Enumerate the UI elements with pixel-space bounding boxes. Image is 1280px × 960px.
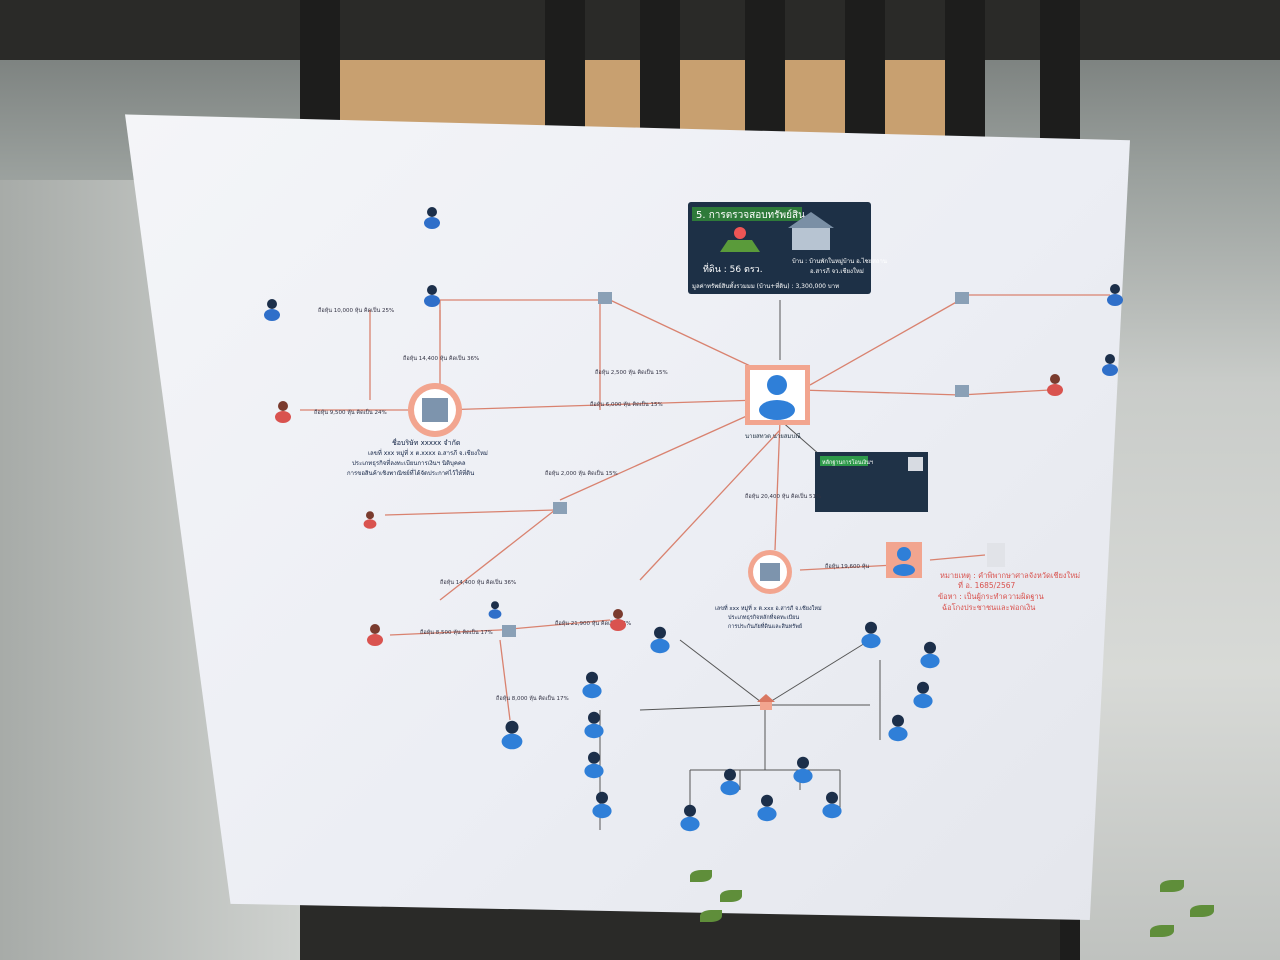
person-node-icon xyxy=(1107,284,1123,306)
land-value: ที่ดิน : 56 ตรว. xyxy=(703,262,763,275)
person-node-icon xyxy=(861,621,881,649)
person-node-icon xyxy=(888,714,908,742)
person-node-icon xyxy=(1047,374,1063,396)
house-line1: บ้าน : บ้านพักในหมู่บ้าน อ.ไชยสถาน xyxy=(792,257,887,265)
center-person-name: นายสทวต นายสมบณี xyxy=(745,432,801,440)
household-roof-icon xyxy=(757,694,775,702)
person-node-icon xyxy=(610,609,626,631)
company-node-icon xyxy=(553,502,567,514)
person-node-icon xyxy=(582,671,602,699)
house-line2: อ.สารภี จว.เชียงใหม่ xyxy=(810,267,864,275)
plant-leaf xyxy=(1190,905,1214,917)
company-main-line2: ประเภทธุรกิจที่ลงทะเบียนการเงินฯ นิติบุค… xyxy=(352,459,466,467)
company-main-line1: เลขที่ xxx หมู่ที่ x ต.xxxx อ.สารภี จ.เช… xyxy=(368,449,488,457)
building-icon xyxy=(760,563,780,581)
person-node-icon xyxy=(275,401,291,423)
connection-lines xyxy=(300,294,1110,721)
person-icon-body xyxy=(893,564,915,576)
company-node-icon xyxy=(955,385,969,397)
company-node-icon xyxy=(502,625,516,637)
company-main-line3: การขอสินค้าเชิงพาณิชย์ที่ได้จัดประกาศไว้… xyxy=(347,469,474,477)
share-label: ถือหุ้น 21,900 หุ้น คิดเป็น 46% xyxy=(555,619,631,627)
plant-leaf xyxy=(700,910,722,922)
person-icon-body xyxy=(759,400,795,420)
house-icon xyxy=(792,225,830,250)
person-node-icon xyxy=(913,681,933,709)
asset-panel-title-bg xyxy=(692,207,802,221)
share-labels: ถือหุ้น 10,000 หุ้น คิดเป็น 25% ถือหุ้น … xyxy=(314,306,869,702)
person-icon xyxy=(897,547,911,561)
person-node-icon xyxy=(680,804,700,832)
household-icon xyxy=(760,700,772,710)
person-node-icon xyxy=(793,756,813,784)
person-node-icon xyxy=(264,299,280,321)
person-node-icon xyxy=(650,626,670,654)
person-node-icon xyxy=(584,711,604,739)
plant-leaf xyxy=(1150,925,1174,937)
investigation-poster xyxy=(125,114,1130,920)
share-label: ถือหุ้น 2,500 หุ้น คิดเป็น 15% xyxy=(595,368,668,376)
company-right-line1: เลขที่ xxx หมู่ที่ x ต.xxx อ.สารภี จ.เชี… xyxy=(715,604,822,612)
location-pin-icon xyxy=(734,227,746,239)
person-node-icon xyxy=(757,794,777,822)
verdict-line4: ฉ้อโกงประชาชนและฟอกเงิน xyxy=(942,603,1035,612)
person-node-icon xyxy=(720,768,740,796)
person-node-icon xyxy=(424,207,440,229)
share-label: ถือหุ้น 20,400 หุ้น คิดเป็น 51% xyxy=(745,492,821,500)
company-node-icon xyxy=(598,292,612,304)
share-label: ถือหุ้น 19,600 หุ้น xyxy=(825,563,869,570)
person-node-icon xyxy=(367,624,383,646)
company-right-line2: ประเภทธุรกิจหลักที่จดทะเบียน xyxy=(728,613,799,621)
person-node-icon xyxy=(920,641,940,669)
share-label: ถือหุ้น 8,500 หุ้น คิดเป็น 17% xyxy=(420,628,493,636)
person-node-icon xyxy=(363,511,377,529)
share-label: ถือหุ้น 14,400 หุ้น คิดเป็น 36% xyxy=(440,578,516,586)
person-node-icon xyxy=(424,285,440,307)
person-node-icon xyxy=(822,791,842,819)
people-icons xyxy=(264,207,1123,832)
plant-leaf xyxy=(1160,880,1184,892)
company-node-icon xyxy=(955,292,969,304)
plant-leaf xyxy=(690,870,712,882)
share-label: ถือหุ้น 9,500 หุ้น คิดเป็น 24% xyxy=(314,408,387,416)
person-icon xyxy=(767,375,787,395)
person-node-icon xyxy=(501,720,523,750)
plant-leaf xyxy=(720,890,742,902)
share-label: ถือหุ้น 6,000 หุ้น คิดเป็น 15% xyxy=(590,400,663,408)
asset-panel-title: 5. การตรวจสอบทรัพย์สิน xyxy=(696,209,805,221)
verdict-line3: ข้อหา : เป็นผู้กระทำความผิดฐาน xyxy=(938,591,1044,601)
share-label: ถือหุ้น 2,000 หุ้น คิดเป็น 15% xyxy=(545,469,618,477)
company-right-line3: การประกันภัยที่ดินและสินทรัพย์ xyxy=(728,622,802,630)
asset-total: มูลค่าทรัพย์สินทั้งรวมมม (บ้าน+ที่ดิน) :… xyxy=(692,280,839,290)
house-roof-icon xyxy=(788,212,834,228)
evidence-box-title: หลักฐานการโอนเงินฯ xyxy=(822,458,873,466)
evidence-box-title-bg xyxy=(820,456,868,466)
land-icon xyxy=(720,240,760,252)
company-main-name: ชื่อบริษัท xxxxx จำกัด xyxy=(392,438,460,447)
building-icon xyxy=(422,398,448,422)
court-document-icon xyxy=(987,543,1005,567)
person-node-icon xyxy=(592,791,612,819)
verdict-line2: ที่ อ. 1685/2567 xyxy=(958,580,1016,590)
document-icon xyxy=(908,457,923,471)
person-node-icon xyxy=(1102,354,1118,376)
share-label: ถือหุ้น 10,000 หุ้น คิดเป็น 25% xyxy=(318,306,394,314)
share-label: ถือหุ้น 8,000 หุ้น คิดเป็น 17% xyxy=(496,694,569,702)
person-node-icon xyxy=(488,601,502,619)
verdict-line1: หมายเหตุ : คำพิพากษาศาลจังหวัดเชียงใหม่ xyxy=(940,571,1080,580)
person-node-icon xyxy=(584,751,604,779)
share-label: ถือหุ้น 14,400 หุ้น คิดเป็น 36% xyxy=(403,354,479,362)
